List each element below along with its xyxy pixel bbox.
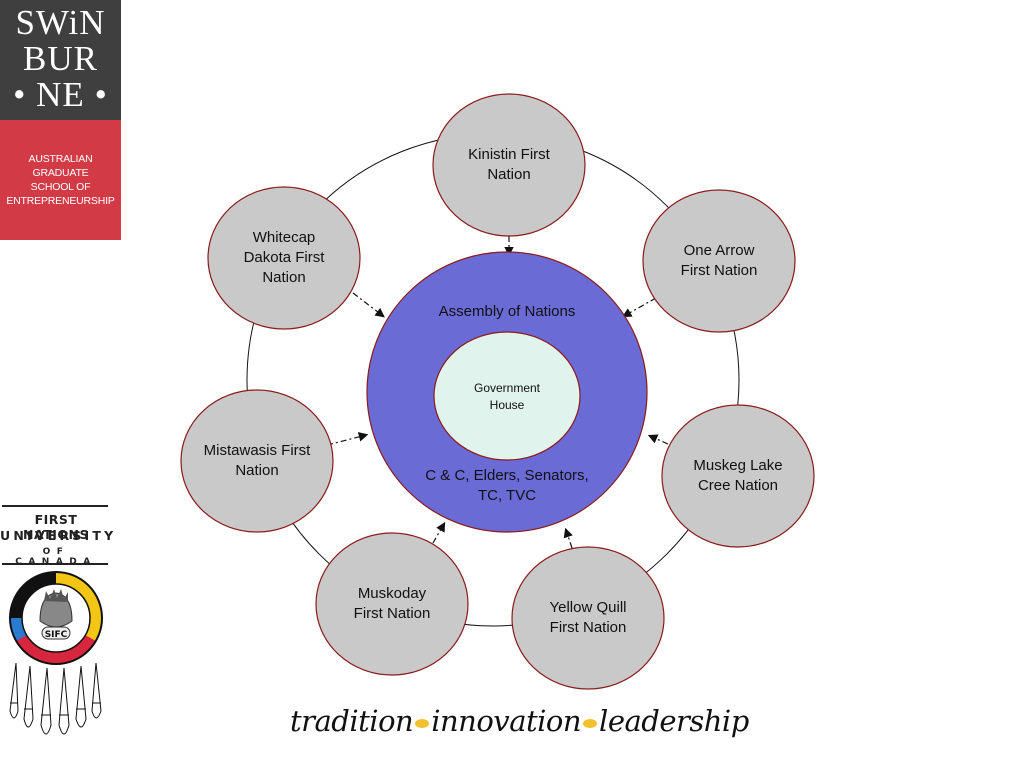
assembly-of-nations-label: Assembly of Nations [438, 303, 576, 320]
tagline-word-1: tradition [290, 704, 414, 738]
whitecap-label: Whitecap Dakota First Nation [243, 229, 325, 286]
node-muskeg-lake [661, 404, 815, 548]
kinistin-label: Kinistin First Nation [468, 146, 550, 183]
muskeg-lake-label: Muskeg Lake Cree Nation [693, 457, 783, 494]
node-kinistin [432, 93, 586, 237]
fnu-emblem [9, 571, 103, 735]
tagline-word-2: innovation [431, 704, 582, 738]
feathers-icon [9, 662, 102, 735]
node-mistawasis [180, 389, 334, 533]
yellow-quill-label: Yellow Quill First Nation [549, 599, 627, 636]
swinburne-line-2: BUR [23, 39, 98, 78]
arrow-yellow-quill [563, 527, 573, 549]
muskoday-label: Muskoday First Nation [353, 585, 431, 622]
node-whitecap [207, 186, 361, 330]
node-yellow-quill [511, 546, 665, 690]
tagline-dot-icon [583, 718, 598, 728]
asge-panel: AUSTRALIAN GRADUATE SCHOOL OF ENTREPRENE… [0, 120, 121, 240]
asge-line-3: SCHOOL OF [30, 181, 91, 193]
node-muskoday [315, 532, 469, 676]
node-one-arrow [642, 189, 796, 333]
asge-line-1: AUSTRALIAN [28, 153, 93, 165]
swinburne-logo: SWiN BUR • NE • AUSTRALIAN GRADUATE SCHO… [0, 0, 121, 240]
government-house-label: Government House [473, 381, 541, 412]
arrow-muskoday [432, 521, 446, 544]
asge-line-2: GRADUATE [32, 167, 89, 179]
swinburne-wordmark: SWiN BUR • NE • [0, 0, 121, 120]
first-nations-university-logo: FIRST NATIONS UNIVERSITY OF CANADA SIFC [0, 503, 117, 748]
wheel-segment-red [16, 635, 96, 665]
tagline-word-3: leadership [599, 704, 749, 738]
government-house-circle [433, 331, 581, 461]
tagline: tradition innovation leadership [290, 704, 749, 738]
swinburne-line-3: • NE • [13, 75, 108, 114]
wheel-segment-black [10, 572, 56, 618]
fnu-badge-label: SIFC [44, 630, 68, 640]
headdress-icon [44, 589, 68, 602]
fnu-line-1: FIRST NATIONS [23, 512, 89, 542]
fnu-line-3: OF CANADA [15, 547, 97, 567]
council-label: C & C, Elders, Senators, TC, TVC [425, 467, 589, 504]
fnu-line-2: UNIVERSITY [0, 528, 117, 543]
asge-line-4: ENTREPRENEURSHIP [6, 195, 115, 207]
one-arrow-label: One Arrow First Nation [680, 242, 758, 279]
arrow-one-arrow [621, 297, 657, 318]
arrows [299, 236, 669, 549]
tagline-dot-icon [415, 718, 430, 728]
arrow-whitecap [352, 292, 385, 318]
wheel-segment-yellow [56, 572, 102, 618]
arrow-mistawasis [299, 432, 369, 453]
arrow-muskeg [647, 434, 669, 445]
fnu-bottom-rule [2, 563, 108, 565]
swinburne-line-1: SWiN [15, 3, 106, 42]
mistawasis-label: Mistawasis First Nation [203, 442, 311, 479]
fnu-top-rule [2, 505, 108, 507]
